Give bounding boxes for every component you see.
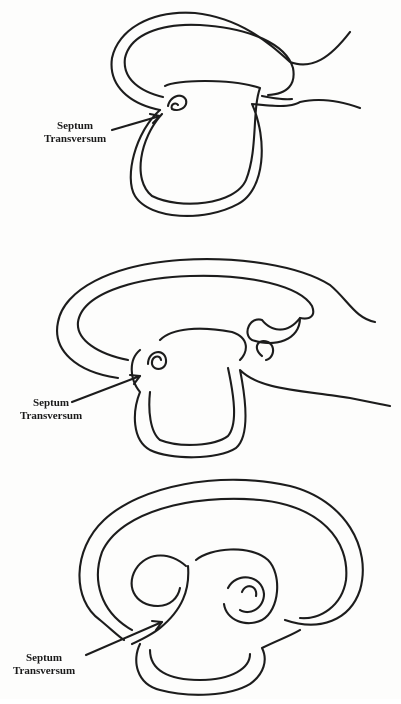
stage-2-drawing — [57, 259, 390, 457]
label-3-line2: Transversum — [13, 665, 75, 678]
septum-transversum-label-3: Septum Transversum — [13, 652, 75, 678]
stage-2-inner-wall — [78, 276, 313, 360]
stage-2-pericardial-sac-inner — [149, 368, 234, 445]
stage-2-heart-tube — [148, 352, 166, 369]
stage-1-pericardial-sac-outer — [131, 100, 360, 216]
septum-transversum-label-2: Septum Transversum — [20, 397, 82, 423]
stage-3-inner-wall — [98, 499, 346, 630]
stage-2-pericardial-sac — [132, 350, 390, 457]
stage-3-drawing — [79, 480, 362, 695]
stage-3-lower-sac — [136, 630, 300, 695]
label-2-line1: Septum — [20, 397, 82, 410]
stage-1-drawing — [112, 13, 360, 216]
stage-3-left-curl — [132, 556, 186, 607]
stage-3-lower-sac-inner — [150, 650, 250, 680]
stage-3-right-curl-inner — [228, 577, 264, 612]
stage-3-right-curl — [196, 549, 277, 623]
stage-1-inner-wall — [125, 25, 294, 97]
stage-2-pericardial-roof — [160, 318, 300, 360]
stage-1-heart-tube — [168, 96, 186, 110]
stage-1-pericardial-sac-inner — [141, 81, 260, 204]
stage-1-right-fold — [262, 96, 292, 99]
label-1-line2: Transversum — [44, 133, 106, 146]
label-1-line1: Septum — [44, 120, 106, 133]
stage-1-outer-wall — [112, 13, 350, 110]
stage-3-outer-wall — [79, 480, 362, 640]
label-2-line2: Transversum — [20, 410, 82, 423]
septum-transversum-label-1: Septum Transversum — [44, 120, 106, 146]
stage-2-arrow — [72, 376, 140, 402]
label-3-line1: Septum — [13, 652, 75, 665]
